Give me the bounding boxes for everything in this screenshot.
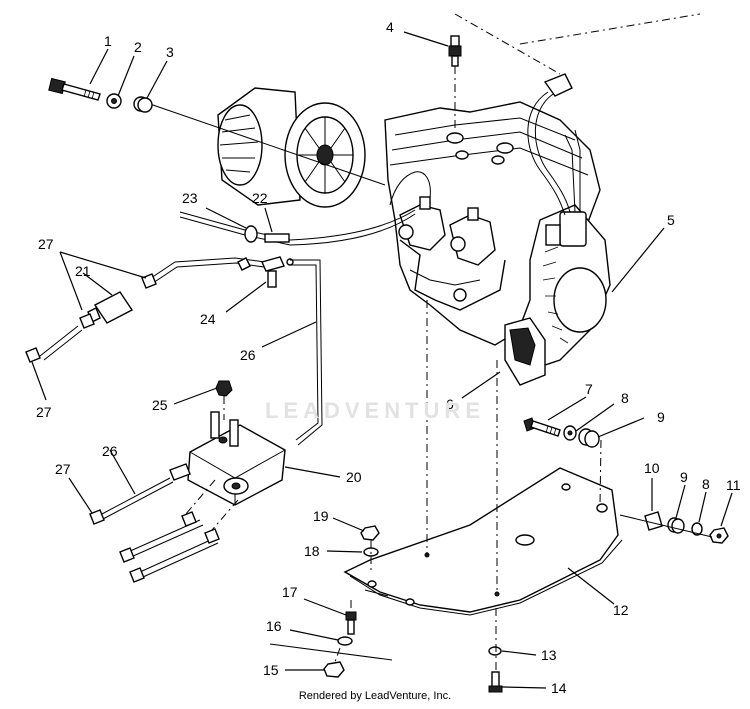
- callout-8b: 8: [702, 476, 710, 492]
- callout-7: 7: [585, 381, 593, 397]
- mount-washer-8b: [691, 522, 703, 536]
- mount-spacer-9a: [578, 428, 600, 448]
- callout-1: 1: [104, 33, 112, 49]
- callout-2: 2: [134, 39, 142, 55]
- callout-25: 25: [152, 397, 168, 413]
- clutch-bolt: [48, 77, 101, 101]
- drive-clutch: [217, 87, 366, 208]
- lower-stud-17: [334, 600, 357, 663]
- engine-mount-plate: [343, 300, 623, 616]
- callout-26-lower: 26: [102, 443, 118, 459]
- callout-20: 20: [346, 469, 362, 485]
- clutch-washer: [106, 93, 122, 109]
- lower-washer-13: [488, 646, 502, 656]
- callout-16: 16: [266, 618, 282, 634]
- callout-10: 10: [644, 460, 660, 476]
- callout-27-lower: 27: [55, 461, 71, 477]
- footer-credit: Rendered by LeadVenture, Inc.: [298, 690, 452, 702]
- callout-12: 12: [613, 602, 629, 618]
- lower-washer-16: [337, 636, 353, 646]
- mount-spacer-9b: [667, 517, 685, 534]
- callout-23: 23: [182, 190, 198, 206]
- callout-15: 15: [263, 662, 279, 678]
- throttle-cable: [179, 171, 431, 246]
- clutch-axis: [149, 103, 386, 186]
- callout-9b: 9: [680, 469, 688, 485]
- spark-plug: [448, 35, 462, 130]
- callout-3: 3: [166, 44, 174, 60]
- callout-6: 6: [446, 396, 454, 412]
- clutch-spacer: [133, 96, 153, 113]
- callout-18: 18: [304, 543, 320, 559]
- callout-27-left: 27: [36, 404, 52, 420]
- callout-5: 5: [667, 212, 675, 228]
- fuel-line-filter: [25, 325, 83, 363]
- callout-27-upper: 27: [38, 236, 54, 252]
- callout-13: 13: [541, 647, 557, 663]
- lower-bolt-14: [488, 608, 503, 693]
- mount-bushing-10: [644, 511, 663, 531]
- lower-nut-15: [323, 661, 345, 678]
- fuel-line-lower: [89, 477, 239, 583]
- fuel-line-upper: [141, 257, 266, 289]
- coil-module: [545, 129, 587, 247]
- callout-4: 4: [386, 19, 394, 35]
- spark-plug-cap: [527, 73, 573, 216]
- callout-labels: 1 2 3 4 5 6 7 8 9 10 9 8 11 12 13 14 15 …: [36, 19, 741, 696]
- callout-17: 17: [282, 584, 298, 600]
- recoil-starter: [514, 204, 611, 371]
- fuel-filter: [79, 291, 134, 329]
- fuel-tee-fitting: [261, 256, 294, 288]
- callout-8a: 8: [621, 390, 629, 406]
- mount-nut-11: [709, 527, 729, 544]
- callout-leaders: [31, 31, 733, 689]
- fuel-line-vertical: [290, 259, 323, 446]
- mount-bolt-7: [523, 417, 561, 437]
- callout-24: 24: [200, 311, 216, 327]
- callout-26-upper: 26: [240, 347, 256, 363]
- callout-21: 21: [75, 263, 91, 279]
- callout-11: 11: [726, 477, 741, 493]
- callout-22: 22: [252, 190, 268, 206]
- drive-pulley-guard: [504, 317, 546, 386]
- callout-9a: 9: [657, 409, 665, 425]
- callout-14: 14: [551, 680, 567, 696]
- mount-washer-8a: [563, 425, 577, 441]
- fuel-pump: [169, 411, 286, 506]
- callout-19: 19: [313, 508, 329, 524]
- watermark: LEADVENTURE: [264, 398, 485, 423]
- upper-nut-19: [360, 525, 380, 570]
